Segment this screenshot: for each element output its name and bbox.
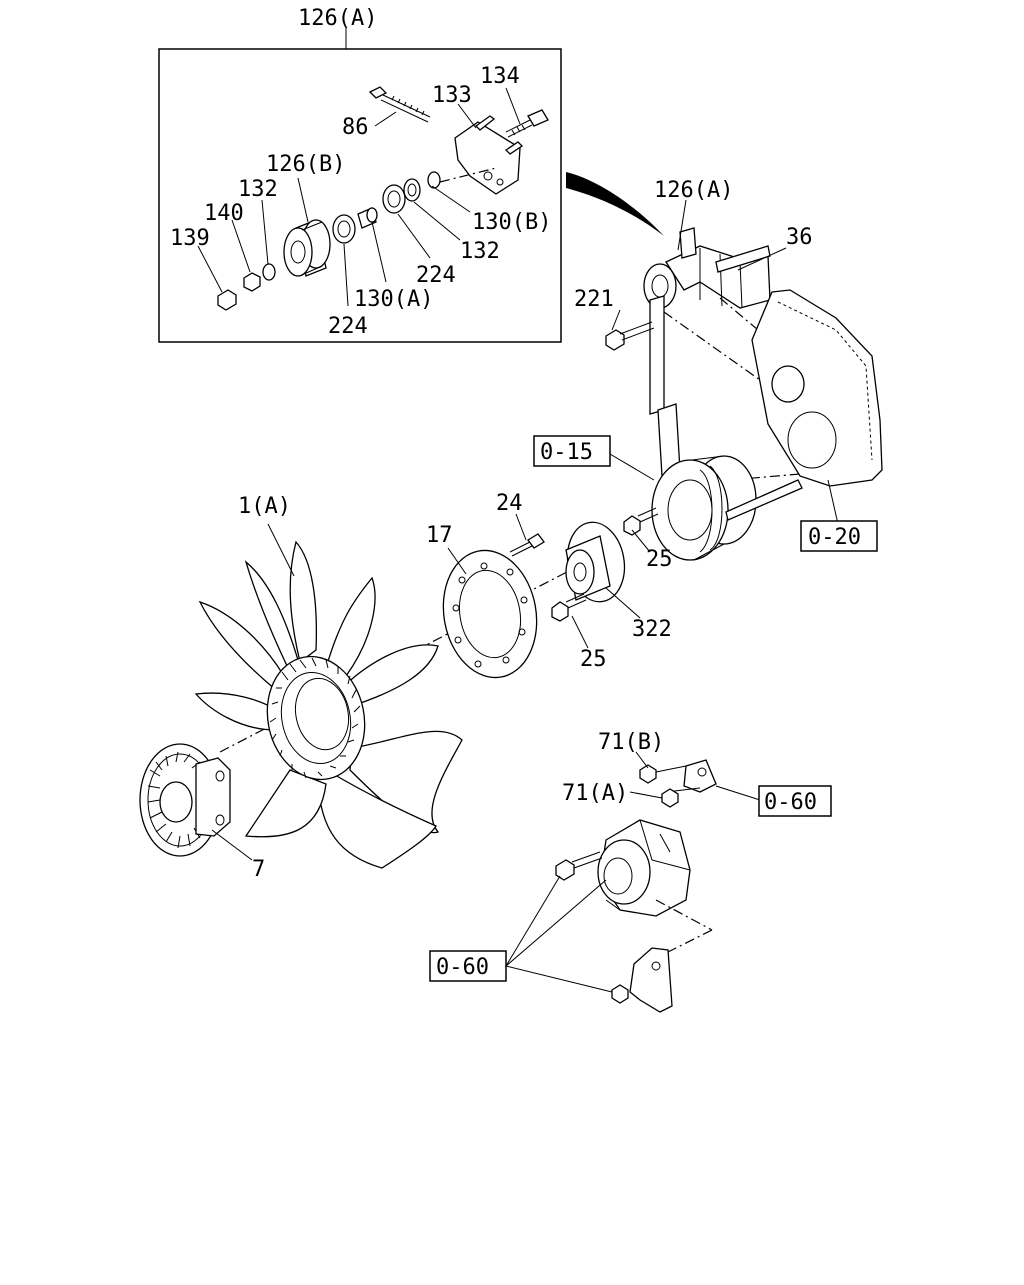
inset-leaders <box>197 87 521 307</box>
ref-060a: 0-60 <box>764 790 817 815</box>
pointer-wedge <box>566 172 664 236</box>
callout-17: 17 <box>426 523 453 548</box>
nut-140-shape <box>243 272 261 292</box>
washer-132a-shape <box>262 263 276 281</box>
bolt-71a-shape <box>661 788 679 808</box>
callout-24: 24 <box>496 491 523 516</box>
hub-322-shape <box>565 521 626 603</box>
callout-140: 140 <box>204 201 244 226</box>
arm-left-shape <box>649 295 665 415</box>
timing-cover-shape <box>751 289 883 487</box>
ref-060b: 0-60 <box>436 955 489 980</box>
callout-126b: 126(B) <box>266 152 345 177</box>
leader-060b-1 <box>505 875 561 967</box>
callout-130b: 130(B) <box>472 210 551 235</box>
bolt-134-shape <box>505 109 549 138</box>
leader-126a-main <box>677 199 687 251</box>
shaft-130a-shape <box>357 207 378 229</box>
callout-221: 221 <box>574 287 614 312</box>
ref-box-020 <box>800 520 878 552</box>
bolt-221-shape <box>605 321 655 351</box>
ref-015: 0-15 <box>540 440 593 465</box>
alternator-section <box>505 751 761 1013</box>
callout-71b: 71(B) <box>598 730 664 755</box>
bolt-24-shape <box>509 533 545 557</box>
inset-frame <box>158 48 562 343</box>
callout-126a-main: 126(A) <box>654 178 733 203</box>
leader-24 <box>515 513 527 541</box>
leader-25a <box>631 529 651 553</box>
bearing-224-shape <box>382 184 406 214</box>
callout-130a: 130(A) <box>354 287 433 312</box>
callout-86: 86 <box>342 115 369 140</box>
fan-1a-shape <box>194 523 463 869</box>
bolt-25b-shape <box>551 593 587 622</box>
leader-25b <box>571 615 589 649</box>
clutch-7-shape <box>139 743 253 861</box>
bracket-assembly <box>605 199 883 561</box>
leader-71a <box>629 791 663 799</box>
bearing-224b-shape <box>332 214 356 244</box>
callout-134: 134 <box>480 64 520 89</box>
callout-322: 322 <box>632 617 672 642</box>
bolt-86-shape <box>368 86 431 123</box>
ref-box-060b <box>429 950 507 982</box>
ref-box-060a <box>758 785 832 817</box>
callout-126a-top: 126(A) <box>298 6 377 31</box>
leader-060b-3 <box>505 965 613 993</box>
leader-020 <box>827 479 839 525</box>
leader-7 <box>211 829 253 861</box>
leader-17 <box>447 547 467 575</box>
callout-224b: 224 <box>328 314 368 339</box>
leader-36 <box>737 247 787 271</box>
callout-7: 7 <box>252 857 265 882</box>
leader-1a <box>267 523 295 577</box>
callout-224a: 224 <box>416 263 456 288</box>
callout-71a: 71(A) <box>562 781 628 806</box>
alternator-shape <box>597 819 691 917</box>
leader-015 <box>609 453 655 481</box>
callout-133: 133 <box>432 83 472 108</box>
callout-25b: 25 <box>580 647 607 672</box>
ref-box-015 <box>533 435 611 467</box>
inset-panel <box>158 28 562 343</box>
bearing-132-shape <box>403 178 421 202</box>
leader-060a <box>715 785 761 801</box>
callout-132a: 132 <box>238 177 278 202</box>
bolt-139-shape <box>217 289 237 311</box>
callout-132b: 132 <box>460 239 500 264</box>
bolt-25a-shape <box>623 507 659 536</box>
callout-36: 36 <box>786 225 813 250</box>
alt-lower-bracket-shape <box>611 947 673 1013</box>
leader-71b <box>635 751 649 769</box>
washer-130b-shape <box>427 171 441 189</box>
bracket-133-shape <box>454 115 524 195</box>
alt-upper-bracket-shape <box>655 759 717 793</box>
spacer-17-shape <box>442 549 538 679</box>
leader-060b-2 <box>505 879 607 967</box>
callout-25a: 25 <box>646 547 673 572</box>
pulley-126b-shape <box>283 219 331 277</box>
callout-1a: 1(A) <box>238 494 291 519</box>
leader-322 <box>605 587 641 619</box>
ref-020: 0-20 <box>808 525 861 550</box>
bolt-71b-shape <box>639 764 657 784</box>
leader-221 <box>611 309 621 331</box>
callout-139: 139 <box>170 226 210 251</box>
alt-bolt-shape <box>555 859 575 881</box>
axis-upper <box>439 167 497 183</box>
crank-pulley-shape <box>651 455 803 561</box>
